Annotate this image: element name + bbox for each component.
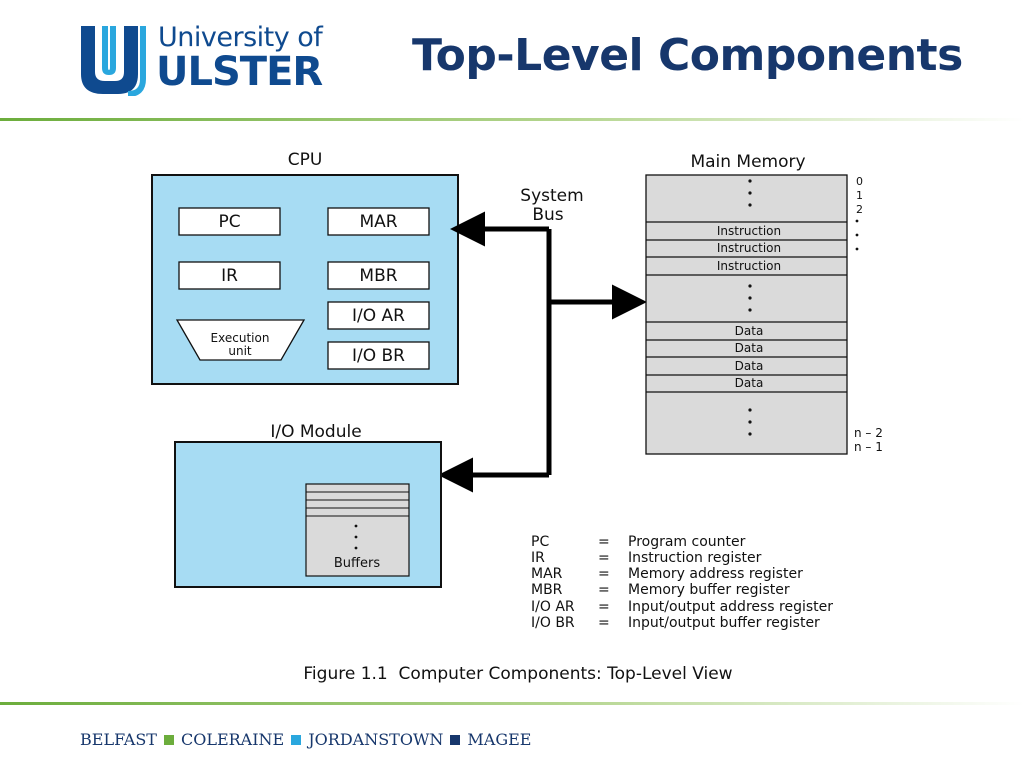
pc-register (178, 207, 281, 236)
mbr-register (327, 261, 430, 290)
execution-unit-label-line2: unit (228, 344, 252, 358)
legend-desc: Input/output address register (628, 599, 833, 615)
io-br-register-label: I/O BR (352, 346, 405, 366)
io-br-register (327, 341, 430, 370)
io-buffer-ellipsis-dots (354, 524, 358, 550)
legend-abbr: PC (531, 534, 549, 550)
memory-ellipsis-dots (748, 179, 859, 436)
legend-abbr: I/O BR (531, 615, 575, 631)
execution-unit-label-line1: Execution (211, 331, 270, 345)
legend-abbr: MBR (531, 582, 563, 598)
legend: PC = Program counter IR = Instruction re… (531, 534, 833, 631)
ir-register (178, 261, 281, 290)
legend-equals: = (598, 550, 610, 566)
campus-belfast: BELFAST (80, 730, 157, 749)
legend-desc: Memory buffer register (628, 582, 790, 598)
io-buffer-rows (306, 491, 409, 517)
campus-jordanstown: JORDANSTOWN (308, 730, 444, 749)
memory-row-label: Instruction (717, 259, 781, 273)
header-divider (0, 118, 1024, 121)
footer-campuses: BELFAST COLERAINE JORDANSTOWN MAGEE (80, 730, 531, 749)
logo-text-university-of: University of (158, 22, 323, 53)
legend-abbr: MAR (531, 566, 563, 582)
logo-text-ulster: ULSTER (156, 49, 323, 95)
legend-abbr: I/O AR (531, 599, 575, 615)
memory-row-label: Instruction (717, 224, 781, 238)
university-logo: University of ULSTER (78, 22, 328, 97)
legend-equals: = (598, 582, 610, 598)
io-buffers (305, 483, 410, 577)
memory-address-label: n – 2 (854, 426, 883, 440)
cpu-title: CPU (288, 150, 323, 170)
memory-row-label: Data (735, 324, 764, 338)
memory-address-label: 2 (856, 203, 863, 216)
legend-equals: = (598, 566, 610, 582)
legend-desc: Instruction register (628, 550, 762, 566)
io-module-title: I/O Module (270, 422, 361, 442)
green-square-icon (163, 734, 174, 745)
legend-abbr: IR (531, 550, 545, 566)
pc-register-label: PC (218, 212, 240, 232)
legend-equals: = (598, 599, 610, 615)
memory-address-label: 1 (856, 189, 863, 202)
navy-square-icon (450, 734, 461, 745)
cyan-square-icon (291, 734, 302, 745)
legend-equals: = (598, 615, 610, 631)
memory-row-label: Data (735, 359, 764, 373)
memory-row-label: Instruction (717, 241, 781, 255)
main-memory-box (645, 174, 848, 455)
logo-mark-icon (81, 26, 146, 97)
legend-equals: = (598, 534, 610, 550)
main-memory-title: Main Memory (690, 152, 805, 172)
memory-row-label: Data (735, 376, 764, 390)
footer-divider (0, 702, 1024, 705)
figure-caption: Figure 1.1 Computer Components: Top-Leve… (303, 664, 732, 684)
legend-desc: Memory address register (628, 566, 803, 582)
mar-register-label: MAR (359, 212, 397, 232)
legend-desc: Program counter (628, 534, 746, 550)
system-bus-label-line2: Bus (532, 205, 563, 225)
memory-row-label: Data (735, 341, 764, 355)
campus-magee: MAGEE (467, 730, 532, 749)
memory-address-label: n – 1 (854, 440, 883, 454)
execution-unit (175, 319, 306, 361)
mbr-register-label: MBR (359, 266, 397, 286)
memory-rows (646, 221, 847, 393)
campus-coleraine: COLERAINE (180, 730, 285, 749)
slide-title: Top-Level Components (412, 30, 963, 81)
system-bus-label-line1: System (520, 186, 583, 206)
io-ar-register (327, 301, 430, 330)
memory-address-label: 0 (856, 175, 863, 188)
io-buffers-label: Buffers (334, 556, 380, 571)
system-bus-lines (438, 211, 647, 493)
mar-register (327, 207, 430, 236)
io-ar-register-label: I/O AR (352, 306, 405, 326)
legend-desc: Input/output buffer register (628, 615, 820, 631)
ir-register-label: IR (221, 266, 238, 286)
